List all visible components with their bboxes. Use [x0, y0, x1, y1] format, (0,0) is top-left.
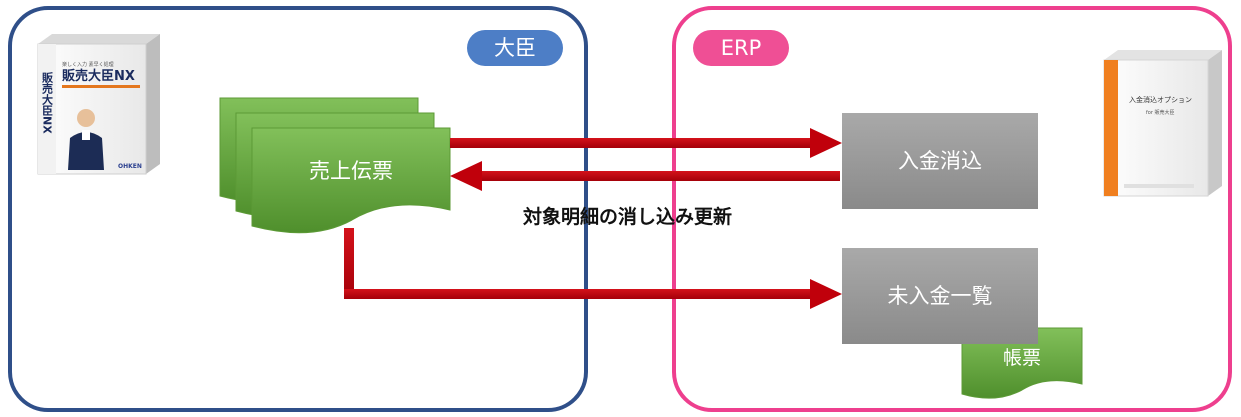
mascot-body [68, 132, 104, 170]
payment-clearing-box: 入金消込 [842, 113, 1038, 209]
erp-label: ERP [693, 30, 789, 66]
payment-option-product-box: 入金消込オプション for 販売大臣 [1103, 50, 1222, 197]
erp-panel [672, 6, 1232, 412]
hanbai-daijin-product-box: 販売大臣NX 楽しく入力 素早く処理 販売大臣NX OHKEN [37, 34, 160, 175]
left-box-brand: OHKEN [118, 163, 142, 170]
update-caption: 対象明細の消し込み更新 [523, 206, 733, 228]
unpaid-list-box: 未入金一覧 [842, 248, 1038, 344]
report-document [961, 327, 1083, 399]
right-box-subtitle: for 販売大臣 [1146, 109, 1174, 116]
daijin-panel [8, 6, 588, 412]
sales-slip-stack [219, 97, 451, 234]
slip-front [251, 127, 451, 234]
arrow-slip-to-unpaid [344, 228, 842, 309]
left-box-tagline: 楽しく入力 素早く処理 [62, 61, 114, 68]
sales-slip-label: 売上伝票 [309, 159, 393, 183]
arrow-clearing-to-slip [450, 161, 840, 191]
daijin-label: 大臣 [467, 30, 563, 66]
report-label: 帳票 [1003, 347, 1041, 369]
right-box-title: 入金消込オプション [1129, 95, 1192, 104]
left-box-side-text: 販売大臣NX [41, 71, 54, 135]
arrow-slip-to-clearing [450, 128, 842, 158]
left-box-title: 販売大臣NX [62, 68, 135, 84]
mascot-head [77, 109, 95, 127]
